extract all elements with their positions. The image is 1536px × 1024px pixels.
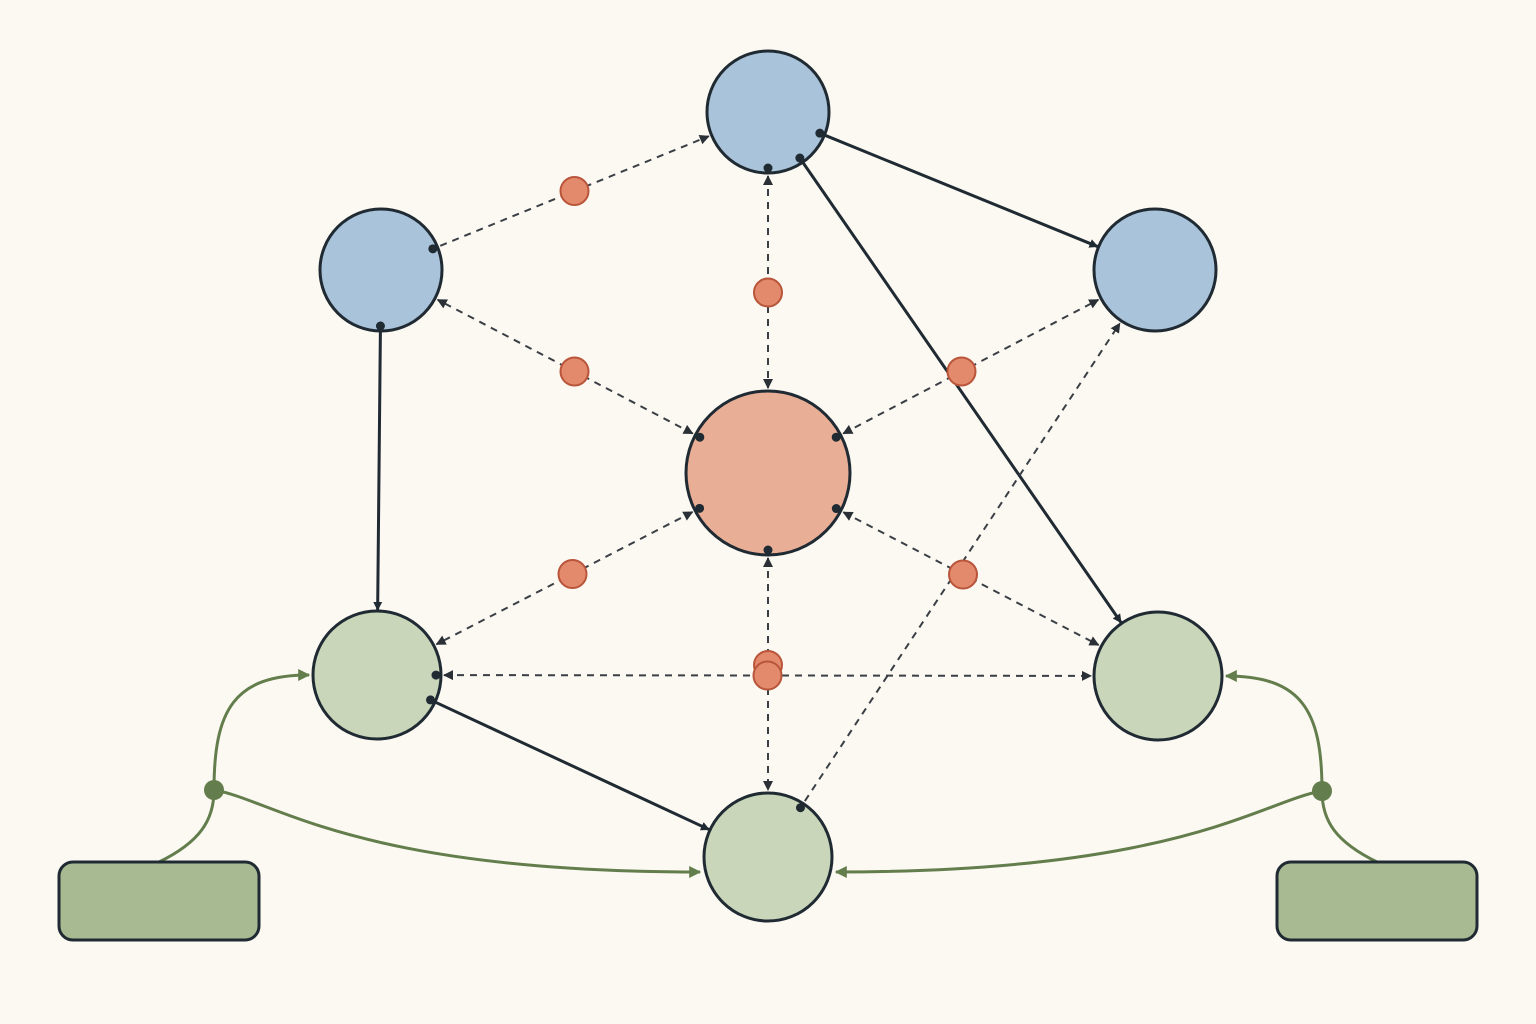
anchor-dot: [425, 695, 435, 705]
green-trunk-right-box: [1320, 790, 1378, 864]
anchor-dot: [795, 803, 805, 813]
midpoint-dot-center-right-lower: [948, 559, 978, 590]
edge-left-lower-to-bottom: [435, 701, 710, 831]
box-left-box[interactable]: [57, 860, 261, 942]
node-center[interactable]: [684, 389, 852, 557]
node-bottom[interactable]: [702, 791, 834, 923]
box-right-box[interactable]: [1275, 860, 1479, 942]
edge-left-upper-to-left-lower: [373, 331, 383, 611]
edge-midpoint-dots: [375, 128, 978, 813]
green-link-left-box-to-bottom: [213, 788, 702, 878]
node-top[interactable]: [705, 49, 831, 175]
node-right-upper[interactable]: [1092, 207, 1218, 333]
green-trunk-left-box: [158, 789, 216, 864]
anchor-dot: [815, 128, 825, 138]
anchor-dot: [763, 163, 773, 173]
midpoint-dot-left-upper-top: [559, 176, 590, 206]
edge-left-lower-to-right-lower: [442, 670, 1092, 681]
midpoint-dot-top-center: [753, 277, 783, 308]
anchor-dot: [831, 504, 841, 514]
anchor-dot: [831, 432, 841, 442]
midpoint-dot-center-right-upper: [946, 356, 977, 387]
anchor-dot: [795, 153, 805, 163]
green-link-left-box-to-left-lower: [212, 669, 311, 791]
green-link-right-box-to-right-lower: [1224, 670, 1324, 792]
green-junction-left-box: [204, 780, 224, 800]
midpoint-dot-center-left-lower: [557, 559, 588, 589]
node-left-upper[interactable]: [318, 207, 444, 333]
green-links: [158, 669, 1378, 878]
edge-top-to-right-lower: [802, 162, 1123, 624]
green-junction-right-box: [1312, 781, 1332, 801]
anchor-dot: [695, 503, 705, 513]
nodes: [57, 49, 1479, 942]
anchor-dot: [763, 545, 773, 555]
anchor-dot: [431, 670, 441, 680]
midpoint-dot-center-left-upper: [559, 356, 590, 387]
edge-top-to-right-upper: [824, 134, 1099, 248]
anchor-dot: [695, 432, 705, 442]
midpoint-dot-left-lower-right-lower: [752, 660, 783, 691]
node-right-lower[interactable]: [1092, 610, 1224, 742]
green-link-right-box-to-bottom: [834, 789, 1323, 878]
anchor-dot: [428, 244, 438, 254]
anchor-dot: [375, 321, 385, 331]
node-left-lower[interactable]: [311, 609, 443, 741]
